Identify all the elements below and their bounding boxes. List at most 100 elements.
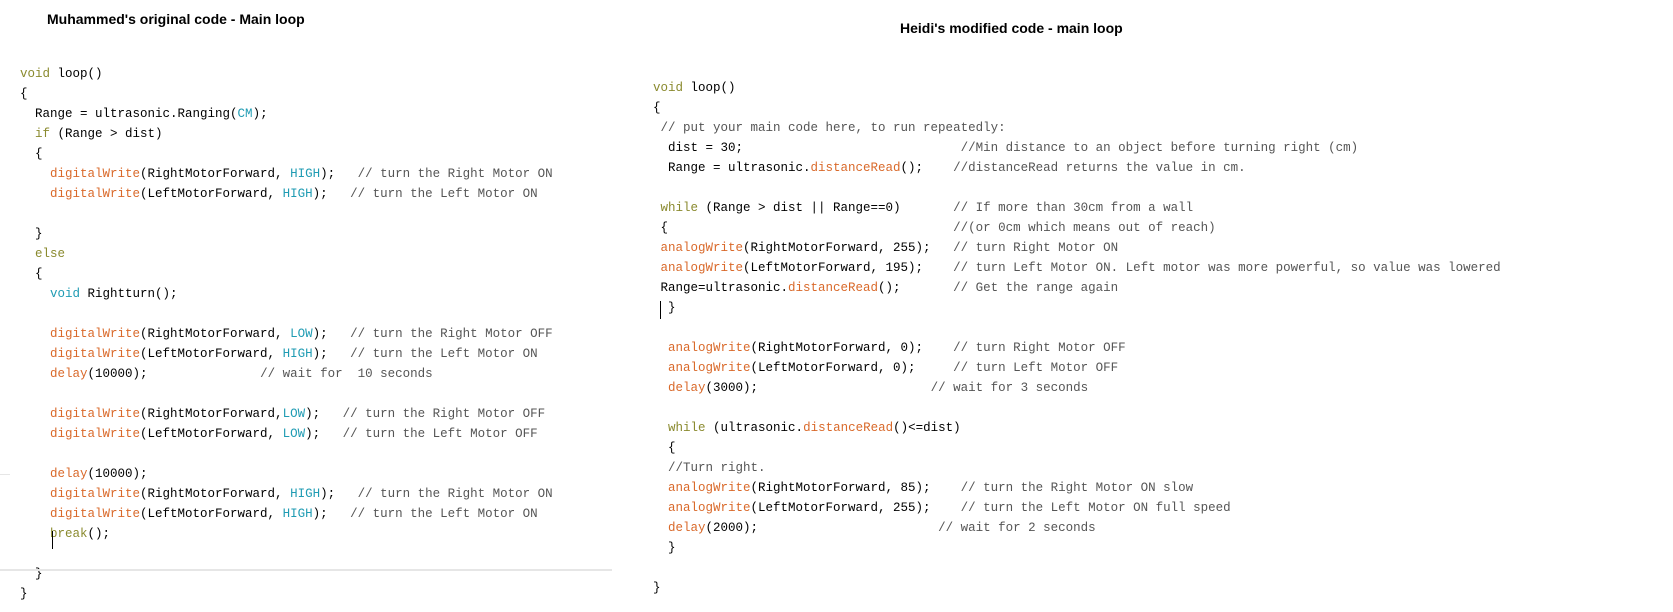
code-token: delay — [50, 467, 88, 481]
code-token: (LeftMotorForward, 0); — [750, 361, 954, 375]
code-line: digitalWrite(RightMotorForward, HIGH); /… — [20, 484, 553, 504]
code-token: delay — [668, 381, 706, 395]
code-token: // turn Left Motor OFF — [953, 361, 1119, 375]
code-line: { — [653, 98, 1501, 118]
code-token: (10000); — [87, 367, 261, 381]
code-token: (10000); — [87, 467, 148, 481]
code-token: } — [20, 567, 43, 581]
code-token: void — [653, 81, 691, 95]
code-token: (RightMotorForward, 0); — [750, 341, 954, 355]
code-token — [20, 487, 50, 501]
code-line: } — [20, 224, 553, 244]
code-token — [653, 201, 661, 215]
code-token: void — [50, 287, 81, 301]
code-line: digitalWrite(LeftMotorForward, HIGH); //… — [20, 504, 553, 524]
code-token: (LeftMotorForward, 255); — [750, 501, 961, 515]
code-line: } — [20, 564, 553, 584]
code-token: distanceRead — [810, 161, 901, 175]
code-token: // turn Left Motor ON. Left motor was mo… — [953, 261, 1501, 275]
code-line: void loop() — [653, 78, 1501, 98]
code-line: //Turn right. — [653, 458, 1501, 478]
code-token: // turn the Right Motor OFF — [350, 327, 553, 341]
code-line — [653, 178, 1501, 198]
code-token: CM — [237, 107, 253, 121]
code-token — [20, 187, 50, 201]
code-token: // Get the range again — [953, 281, 1119, 295]
code-token: (LeftMotorForward, — [140, 507, 283, 521]
code-token — [653, 501, 668, 515]
code-token — [20, 127, 35, 141]
code-token: //(or 0cm which means out of reach) — [953, 221, 1216, 235]
code-token: (RightMotorForward, 85); — [750, 481, 961, 495]
code-token: else — [35, 247, 66, 261]
code-token: // turn the Right Motor ON — [357, 167, 553, 181]
code-token — [20, 527, 50, 541]
code-line: Range = ultrasonic.Ranging(CM); — [20, 104, 553, 124]
code-line: { — [20, 264, 553, 284]
code-token: // turn the Right Motor ON slow — [960, 481, 1194, 495]
code-token: // turn the Left Motor ON — [350, 507, 538, 521]
code-line — [20, 204, 553, 224]
code-token: HIGH — [282, 507, 313, 521]
code-line: void loop() — [20, 64, 553, 84]
code-token: (LeftMotorForward, — [140, 347, 283, 361]
code-line: analogWrite(RightMotorForward, 255); // … — [653, 238, 1501, 258]
code-token: Range = ultrasonic.Ranging( — [20, 107, 238, 121]
code-line — [653, 558, 1501, 578]
code-line: digitalWrite(RightMotorForward, HIGH); /… — [20, 164, 553, 184]
code-token: HIGH — [282, 347, 313, 361]
code-token: { — [653, 441, 676, 455]
code-line: Range = ultrasonic.distanceRead(); //dis… — [653, 158, 1501, 178]
right-title: Heidi's modified code - main loop — [900, 20, 1123, 36]
code-token: (ultrasonic. — [705, 421, 804, 435]
code-token: digitalWrite — [50, 347, 141, 361]
code-token: { — [20, 147, 43, 161]
code-token: analogWrite — [668, 361, 751, 375]
code-token — [20, 167, 50, 181]
code-token — [20, 287, 50, 301]
code-line — [20, 304, 553, 324]
code-line: Range=ultrasonic.distanceRead(); // Get … — [653, 278, 1501, 298]
code-line: analogWrite(LeftMotorForward, 255); // t… — [653, 498, 1501, 518]
code-token: } — [20, 587, 28, 601]
code-token: (RightMotorForward, — [140, 167, 291, 181]
code-token: digitalWrite — [50, 507, 141, 521]
code-line — [20, 444, 553, 464]
code-token: Range = ultrasonic. — [653, 161, 811, 175]
code-token: HIGH — [290, 487, 321, 501]
code-line — [653, 398, 1501, 418]
code-token: ); — [252, 107, 268, 121]
code-token: // turn the Left Motor ON — [350, 187, 538, 201]
text-cursor — [660, 301, 661, 319]
code-line: analogWrite(RightMotorForward, 0); // tu… — [653, 338, 1501, 358]
code-token: (LeftMotorForward, — [140, 187, 283, 201]
code-token — [653, 261, 661, 275]
code-token: // If more than 30cm from a wall — [953, 201, 1194, 215]
code-line: { — [653, 438, 1501, 458]
code-line: if (Range > dist) — [20, 124, 553, 144]
code-line: delay(10000); // wait for 10 seconds — [20, 364, 553, 384]
original-code-block[interactable]: void loop() { Range = ultrasonic.Ranging(… — [20, 64, 553, 604]
code-token — [653, 341, 668, 355]
code-line: } — [653, 578, 1501, 598]
code-token: analogWrite — [668, 501, 751, 515]
code-token — [20, 467, 50, 481]
code-token: (); — [87, 527, 111, 541]
code-line: void Rightturn(); — [20, 284, 553, 304]
code-token — [20, 327, 50, 341]
code-line: digitalWrite(LeftMotorForward, LOW); // … — [20, 424, 553, 444]
code-line: while (ultrasonic.distanceRead()<=dist) — [653, 418, 1501, 438]
text-cursor — [52, 531, 53, 549]
code-token: analogWrite — [668, 481, 751, 495]
code-token: (LeftMotorForward, — [140, 427, 283, 441]
code-token: HIGH — [290, 167, 321, 181]
code-token: { — [20, 87, 28, 101]
code-token: (Range > dist) — [50, 127, 163, 141]
code-token: digitalWrite — [50, 427, 141, 441]
code-token: ); — [312, 507, 351, 521]
code-token: (RightMotorForward, 255); — [743, 241, 954, 255]
code-token: digitalWrite — [50, 487, 141, 501]
code-line: analogWrite(LeftMotorForward, 195); // t… — [653, 258, 1501, 278]
modified-code-block[interactable]: void loop(){ // put your main code here,… — [653, 78, 1501, 598]
code-token — [653, 241, 661, 255]
